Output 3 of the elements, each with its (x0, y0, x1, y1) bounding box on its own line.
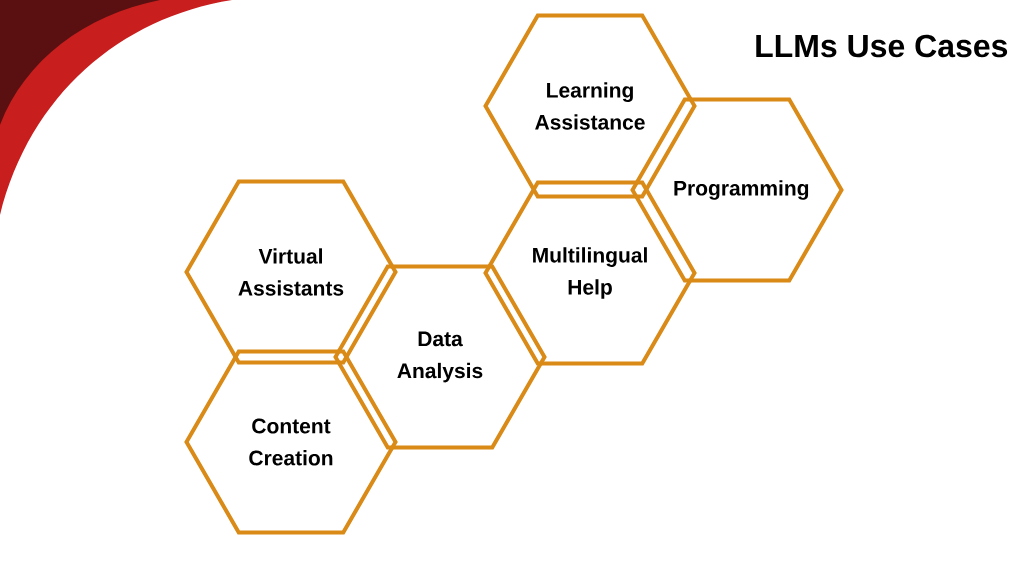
title: LLMs Use Cases (756, 34, 1008, 58)
hexagon: Virtual Assistants (184, 179, 398, 365)
hexagon: Content Creation (184, 349, 398, 535)
